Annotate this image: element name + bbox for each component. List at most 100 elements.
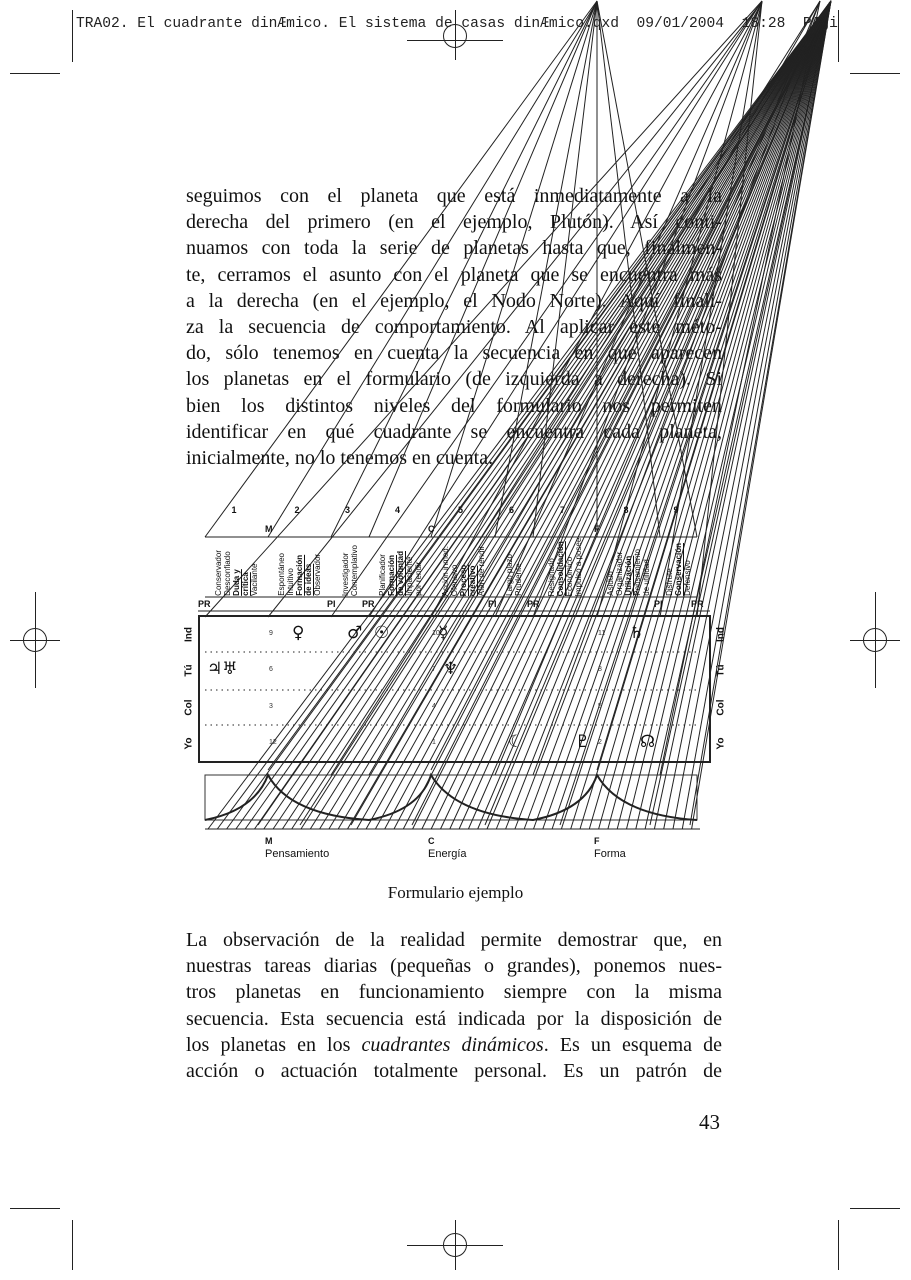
text-line: a la derecha (en el ejemplo, el Nodo Nor… bbox=[186, 289, 722, 312]
page-number: 43 bbox=[699, 1110, 720, 1134]
trait-label: de ideas bbox=[304, 563, 313, 596]
rule-line bbox=[402, 0, 832, 830]
pr-pi-label: PI bbox=[654, 599, 663, 609]
rule-line bbox=[393, 0, 832, 830]
rule-line bbox=[616, 0, 832, 830]
text-line: nuamos con toda la serie de planetas has… bbox=[186, 237, 722, 260]
rule-line bbox=[626, 0, 832, 830]
column-number: 6 bbox=[509, 505, 515, 515]
mars-icon: ♂ bbox=[347, 622, 363, 643]
rule-line bbox=[356, 0, 832, 830]
registration-mark bbox=[443, 1233, 467, 1257]
moon-icon: ☾ bbox=[508, 731, 524, 752]
rule-line bbox=[477, 0, 832, 830]
rule-line bbox=[368, 0, 763, 618]
rule-line bbox=[374, 0, 832, 830]
text-line: nuestras tareas diarias (pequeñas o gran… bbox=[186, 955, 722, 978]
column-number: 3 bbox=[345, 505, 351, 515]
house-number: 6 bbox=[269, 666, 273, 673]
house-number: 2 bbox=[598, 738, 602, 746]
trait-label: por rendir bbox=[413, 561, 423, 596]
row-label-right: Yo bbox=[715, 736, 727, 750]
crop-mark bbox=[72, 1220, 73, 1270]
trait-label: Resignado bbox=[547, 557, 556, 596]
crop-mark bbox=[838, 1220, 839, 1270]
marker-c: C bbox=[428, 524, 435, 534]
rule-line bbox=[494, 0, 598, 538]
rule-line bbox=[257, 0, 832, 826]
rule-line bbox=[300, 0, 832, 830]
trait-label: Espontáneo bbox=[277, 553, 286, 596]
house-number: 3 bbox=[269, 702, 273, 710]
marker-f: F bbox=[594, 524, 600, 534]
text-line: inicialmente, no lo tenemos en cuenta. bbox=[186, 447, 494, 470]
rule-line bbox=[494, 0, 763, 618]
rule-line bbox=[267, 1, 763, 618]
rule-line bbox=[514, 0, 832, 830]
jupiter-uranus-icon: ♃♅ bbox=[207, 659, 238, 679]
rule-line bbox=[579, 0, 832, 830]
crop-mark bbox=[10, 1208, 60, 1209]
house-number: 4 bbox=[432, 702, 436, 710]
trait-label: crítica bbox=[241, 572, 250, 596]
rule-line bbox=[653, 0, 832, 830]
trait-label: Contemplativo bbox=[350, 544, 359, 596]
text-line: La observación de la realidad permite de… bbox=[186, 929, 722, 951]
italic-term: cuadrantes dinámicos bbox=[361, 1033, 544, 1056]
trait-label: Intuitivo bbox=[286, 568, 295, 596]
rule-line bbox=[681, 0, 832, 830]
text-line: do, sólo tenemos en cuenta la secuencia … bbox=[186, 342, 722, 365]
rule-line bbox=[649, 0, 832, 826]
trait-label: de utilidad bbox=[642, 559, 651, 596]
text-line: derecha del primero (en el ejemplo, Plut… bbox=[186, 211, 722, 234]
north-node-icon: ☊ bbox=[640, 731, 656, 752]
rule-line bbox=[226, 0, 832, 830]
rule-line bbox=[319, 0, 832, 830]
axis-label: Forma bbox=[594, 848, 626, 860]
rule-line bbox=[644, 0, 832, 830]
pr-pi-label: PR bbox=[362, 599, 375, 609]
rule-line bbox=[598, 0, 832, 830]
rule-line bbox=[495, 0, 832, 830]
rule-line bbox=[523, 0, 832, 830]
column-number: 8 bbox=[623, 505, 629, 515]
axis-letter: M bbox=[265, 836, 273, 846]
rule-line bbox=[263, 0, 832, 830]
column-number: 5 bbox=[458, 505, 464, 515]
pluto-icon: ♇ bbox=[575, 731, 591, 752]
text-line: los planetas en los cuadrantes dinámicos… bbox=[186, 1032, 722, 1058]
trait-label: Asiduo bbox=[606, 571, 615, 596]
trait-label: Acción inmed. bbox=[440, 545, 450, 596]
rule-line bbox=[588, 0, 832, 830]
trait-label: Utilización bbox=[624, 555, 633, 596]
sun-icon: ☉ bbox=[374, 622, 390, 643]
trait-label: Prudente bbox=[514, 563, 523, 596]
rule-line bbox=[449, 0, 832, 830]
crop-mark bbox=[850, 1208, 900, 1209]
rule-line bbox=[384, 0, 832, 830]
registration-mark bbox=[443, 24, 467, 48]
pr-pi-label: PR bbox=[198, 599, 211, 609]
rule-line bbox=[663, 0, 832, 830]
column-number: 7 bbox=[560, 505, 566, 515]
rule-line bbox=[204, 0, 598, 538]
text-span: los planetas en los bbox=[186, 1033, 362, 1056]
rule-line bbox=[244, 0, 832, 830]
house-number: 5 bbox=[598, 702, 602, 710]
axis-label: Pensamiento bbox=[265, 848, 330, 860]
saturn-icon: ♄ bbox=[629, 622, 645, 643]
row-label-right: Col bbox=[715, 698, 727, 716]
rule-line bbox=[486, 0, 832, 830]
rule-line bbox=[309, 0, 832, 830]
